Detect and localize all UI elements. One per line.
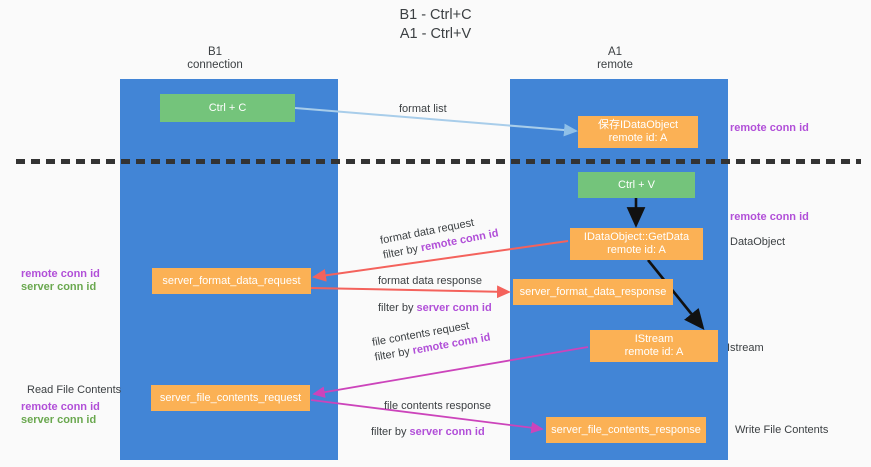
annotation-dataobject: DataObject — [730, 236, 786, 248]
edge-label-file-contents-response: file contents response filter by server … — [371, 399, 492, 440]
node-idataobject-getdata[interactable]: IDataObject::GetData remote id: A — [570, 228, 703, 260]
node-server-format-data-request[interactable]: server_format_data_request — [152, 268, 311, 294]
page-title: B1 - Ctrl+C A1 - Ctrl+V — [399, 7, 472, 42]
node-save-idataobject[interactable]: 保存IDataObject remote id: A — [578, 116, 698, 148]
filter-prefix: filter by — [378, 302, 417, 314]
annotation-remote-conn-id-top: remote conn id — [730, 122, 809, 134]
node-ctrl-v[interactable]: Ctrl + V — [578, 172, 695, 198]
edge-file-contents-request — [312, 346, 589, 398]
filter-key-server-conn-id: server conn id — [409, 426, 485, 438]
edge-label-format-list: format list — [399, 103, 447, 115]
edge-format-data-request — [312, 240, 569, 282]
node-server-format-data-response[interactable]: server_format_data_response — [513, 279, 673, 305]
edge-label-format-data-response-line2: filter by server conn id — [378, 301, 492, 316]
node-ctrl-c[interactable]: Ctrl + C — [160, 94, 295, 122]
edge-label-file-contents-response-line1: file contents response — [384, 400, 492, 412]
filter-key-server-conn-id: server conn id — [416, 302, 492, 314]
annotation-write-file-contents: Write File Contents — [735, 424, 829, 436]
annotation-left-server-conn-id-2: server conn id — [21, 414, 97, 426]
edge-label-file-contents-response-line2: filter by server conn id — [371, 425, 491, 440]
annotation-read-file-contents: Read File Contents — [27, 384, 122, 396]
edge-format-list — [294, 107, 578, 137]
annotation-left-server-conn-id: server conn id — [21, 281, 97, 293]
annotation-left-remote-conn-id: remote conn id — [21, 268, 100, 280]
edge-getdata-istream — [646, 259, 705, 331]
annotation-left-conn-ids-bottom: remote conn id server conn id — [21, 401, 100, 427]
annotation-istream: Istream — [727, 342, 764, 354]
edge-format-data-response — [310, 285, 511, 299]
node-server-file-contents-request[interactable]: server_file_contents_request — [151, 385, 310, 411]
annotation-remote-conn-id-mid: remote conn id — [730, 211, 809, 223]
node-istream[interactable]: IStream remote id: A — [590, 330, 718, 362]
node-server-file-contents-response[interactable]: server_file_contents_response — [546, 417, 706, 443]
filter-prefix: filter by — [371, 426, 410, 438]
column-header-b1: B1 connection — [187, 46, 243, 71]
column-header-a1: A1 remote — [597, 46, 633, 71]
annotation-left-conn-ids-top: remote conn id server conn id — [21, 268, 100, 294]
edge-file-contents-response — [310, 399, 544, 434]
edge-label-format-data-response: format data response filter by server co… — [378, 274, 492, 316]
edge-label-format-data-response-line1: format data response — [378, 275, 482, 287]
phase-divider — [16, 159, 861, 164]
annotation-left-remote-conn-id-2: remote conn id — [21, 401, 100, 413]
